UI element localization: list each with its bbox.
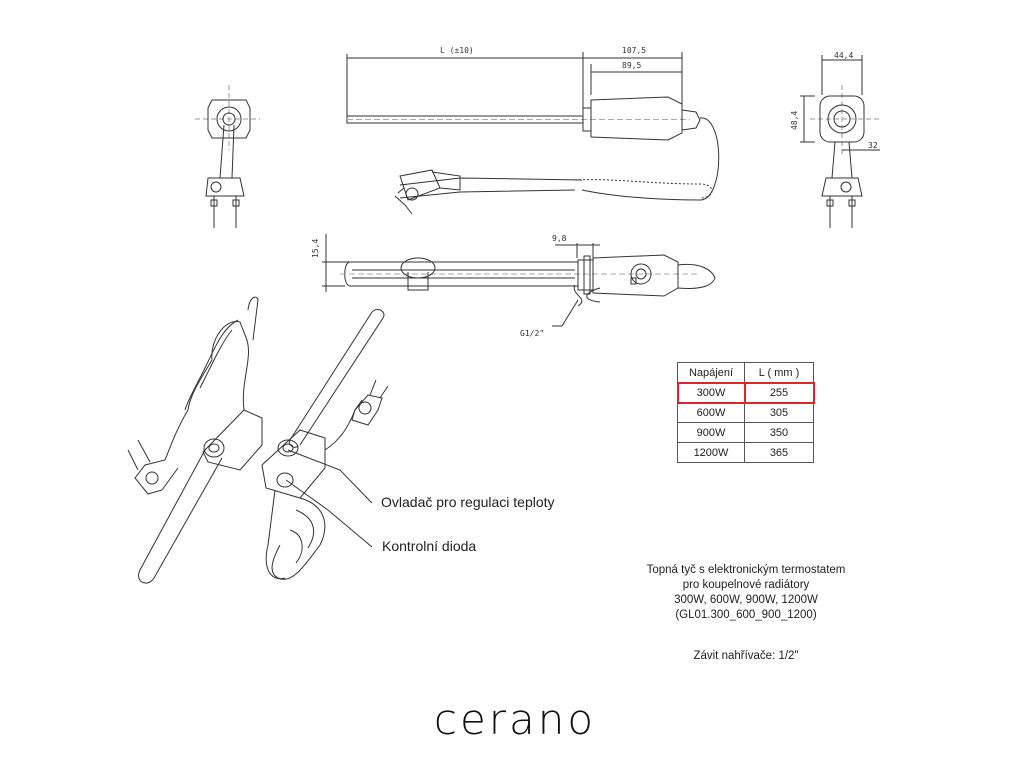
left-end-view <box>195 85 260 228</box>
dim-rod-diameter: 15,4 <box>311 239 320 258</box>
perspective-view-1 <box>127 296 263 584</box>
table-row: 600W 305 <box>677 402 814 423</box>
cell-power: 1200W <box>677 442 745 463</box>
bottom-side-view <box>322 234 716 327</box>
header-power: Napájení <box>677 362 745 383</box>
callout-temperature-knob: Ovladač pro regulaci teploty <box>381 494 555 510</box>
table-row: 300W 255 <box>676 381 815 404</box>
top-side-view <box>346 52 720 215</box>
cell-length: 255 <box>743 381 815 404</box>
cell-power: 300W <box>676 381 746 404</box>
description-line: pro koupelnové radiátory <box>682 579 810 591</box>
dim-end-square: 44,4 <box>834 51 853 60</box>
dim-overall-head: 107,5 <box>622 46 646 55</box>
header-length: L ( mm ) <box>744 362 814 383</box>
product-description: Topná tyč s elektronickým termostatem pr… <box>596 563 896 623</box>
cell-length: 350 <box>744 422 814 443</box>
callout-control-led: Kontrolní dioda <box>382 538 477 554</box>
perspective-view-2 <box>261 309 389 580</box>
right-end-view <box>800 55 880 228</box>
description-line: 300W, 600W, 900W, 1200W <box>674 594 818 606</box>
dim-head-body: 89,5 <box>622 61 641 70</box>
cell-power: 900W <box>677 422 745 443</box>
knob-leader-line <box>287 449 373 504</box>
cell-length: 305 <box>744 402 814 423</box>
dim-length: L (±10) <box>440 46 474 55</box>
dim-nut-width: 9,8 <box>552 234 567 243</box>
dim-end-height: 48,4 <box>790 111 799 130</box>
brand-logo: cerano <box>433 695 597 744</box>
dim-thread: G1/2" <box>520 329 544 338</box>
cell-power: 600W <box>677 402 745 423</box>
cell-length: 365 <box>744 442 814 463</box>
dim-end-offset: 32 <box>868 141 878 150</box>
table-header-row: Napájení L ( mm ) <box>677 362 814 383</box>
power-length-table: Napájení L ( mm ) 300W 255 600W 305 900W… <box>676 362 815 463</box>
led-leader-line <box>285 479 373 548</box>
table-row: 1200W 365 <box>677 442 814 463</box>
table-row: 900W 350 <box>677 422 814 443</box>
description-line: (GL01.300_600_900_1200) <box>675 609 817 621</box>
thread-note: Závit nahřívače: 1/2" <box>693 650 799 662</box>
description-line: Topná tyč s elektronickým termostatem <box>646 564 846 576</box>
